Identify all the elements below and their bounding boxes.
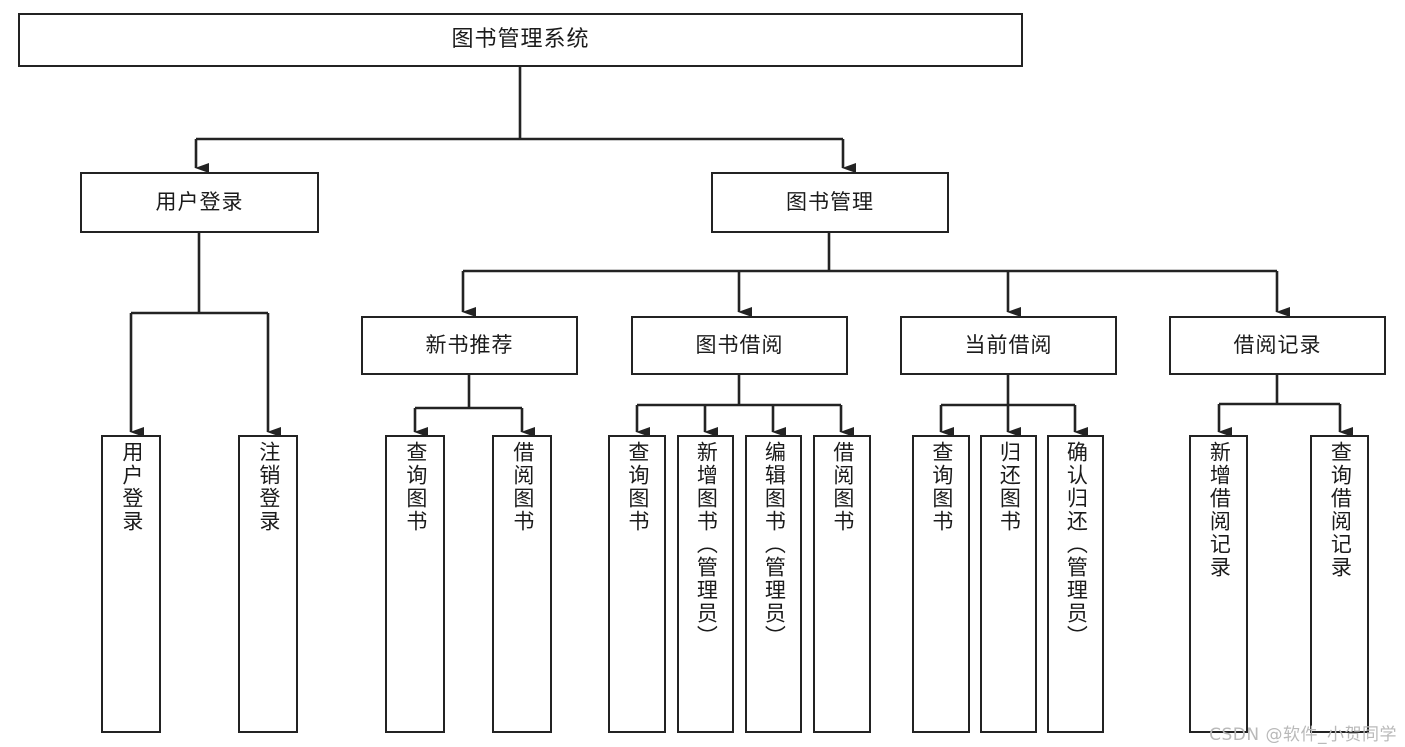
node-label: 查询图书 [403,441,428,533]
node-label: 查询图书 [929,441,954,533]
leaf-add-borrow-record[interactable]: 新增借阅记录 [1189,435,1248,733]
node-current-borrow[interactable]: 当前借阅 [900,316,1117,375]
node-label: 新增借阅记录 [1207,441,1232,579]
node-label: 借阅记录 [1233,332,1322,357]
node-label: 注销登录 [256,441,281,533]
leaf-logout-login[interactable]: 注销登录 [238,435,298,733]
leaf-edit-book-admin[interactable]: 编辑图书（管理员） [745,435,802,733]
node-label: 查询图书 [625,441,650,533]
csdn-watermark: CSDN @软件_小贺同学 [1209,725,1397,745]
node-label: 查询借阅记录 [1328,441,1353,579]
node-label: 当前借阅 [964,332,1053,357]
leaf-query-book-recommend[interactable]: 查询图书 [385,435,445,733]
leaf-add-book-admin[interactable]: 新增图书（管理员） [677,435,734,733]
node-borrow-record[interactable]: 借阅记录 [1169,316,1386,375]
leaf-query-borrow-record[interactable]: 查询借阅记录 [1310,435,1369,733]
node-label: 确认归还（管理员） [1064,441,1089,648]
node-book-borrow[interactable]: 图书借阅 [631,316,848,375]
node-label: 用户登录 [155,189,244,214]
leaf-return-book[interactable]: 归还图书 [980,435,1037,733]
node-label: 图书管理 [786,189,874,214]
leaf-borrow-book-recommend[interactable]: 借阅图书 [492,435,552,733]
leaf-confirm-return-admin[interactable]: 确认归还（管理员） [1047,435,1104,733]
node-label: 新书推荐 [425,332,514,357]
node-new-book-recommend[interactable]: 新书推荐 [361,316,578,375]
node-label: 图书管理系统 [451,26,590,52]
leaf-user-login[interactable]: 用户登录 [101,435,161,733]
node-label: 借阅图书 [510,441,535,533]
node-label: 新增图书（管理员） [694,441,719,648]
leaf-query-book-borrow[interactable]: 查询图书 [608,435,666,733]
node-book-management[interactable]: 图书管理 [711,172,949,233]
node-label: 编辑图书（管理员） [762,441,787,648]
node-label: 归还图书 [997,441,1022,533]
node-label: 用户登录 [119,441,144,533]
node-label: 借阅图书 [830,441,855,533]
node-root-book-management-system[interactable]: 图书管理系统 [18,13,1023,67]
node-label: 图书借阅 [695,332,784,357]
leaf-query-book-current[interactable]: 查询图书 [912,435,970,733]
node-user-login[interactable]: 用户登录 [80,172,319,233]
leaf-borrow-book-borrow[interactable]: 借阅图书 [813,435,871,733]
